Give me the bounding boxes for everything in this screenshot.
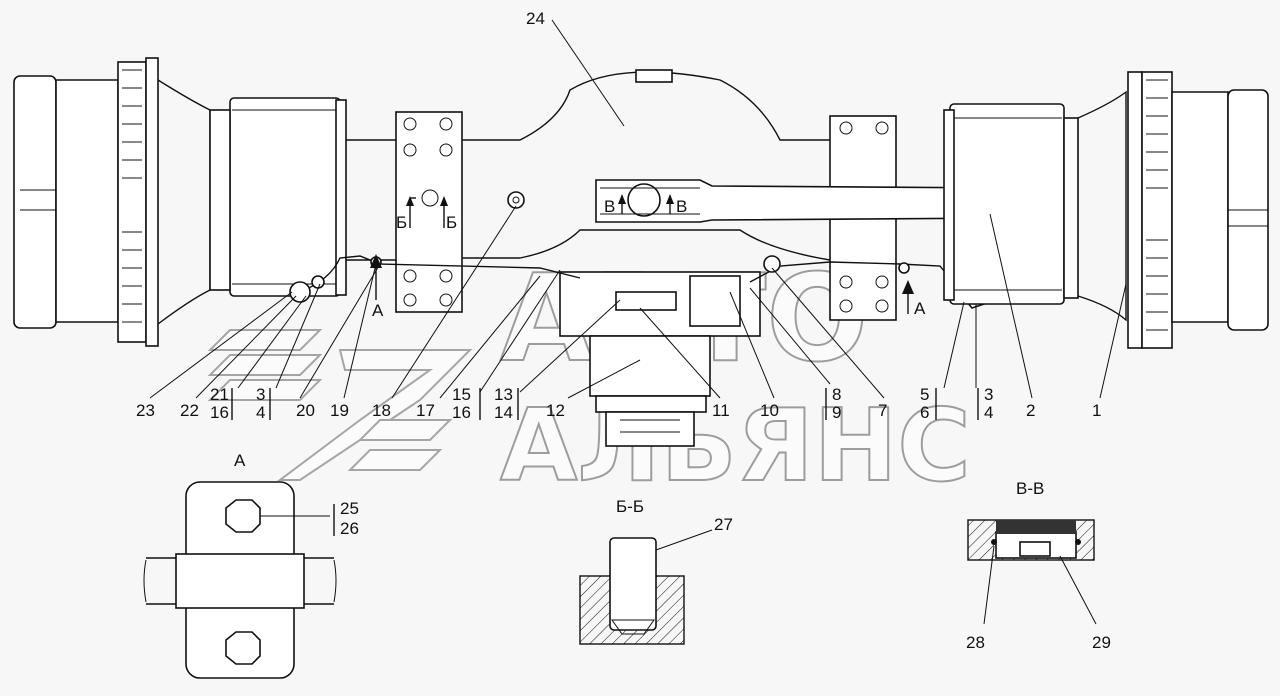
view-bb-title: Б-Б <box>616 497 644 516</box>
callout-5: 5 <box>920 385 929 404</box>
callout-27: 27 <box>714 515 733 534</box>
callout-22: 22 <box>180 401 199 420</box>
view-vv: В-В 28 29 <box>966 479 1111 652</box>
callout-28: 28 <box>966 633 985 652</box>
left-mounting-pad <box>395 111 463 313</box>
section-mark-b-left: Б <box>396 213 407 232</box>
view-bb: Б-Б 27 <box>579 497 733 645</box>
callout-3a: 3 <box>256 385 265 404</box>
callout-23: 23 <box>136 401 155 420</box>
view-a: A 25 26 <box>143 451 359 679</box>
right-wheel-hub <box>1077 71 1269 349</box>
callout-25: 25 <box>340 499 359 518</box>
callout-18: 18 <box>372 401 391 420</box>
axle-housing-tube-bottom <box>460 229 831 261</box>
section-mark-v-left: В <box>604 197 615 216</box>
left-wheel-hub <box>13 57 211 347</box>
callout-15: 15 <box>452 385 471 404</box>
callout-16b: 16 <box>452 403 471 422</box>
callout-1: 1 <box>1092 401 1101 420</box>
callout-16a: 16 <box>210 403 229 422</box>
callout-29: 29 <box>1092 633 1111 652</box>
callout-separators <box>231 388 979 536</box>
callout-14: 14 <box>494 403 513 422</box>
breather-cap <box>635 69 673 83</box>
callout-13: 13 <box>494 385 513 404</box>
leader-lines <box>149 19 1127 399</box>
callout-12: 12 <box>546 401 565 420</box>
callout-4a: 4 <box>256 403 265 422</box>
callout-7: 7 <box>878 401 887 420</box>
callout-10: 10 <box>760 401 779 420</box>
callout-21: 21 <box>210 385 229 404</box>
section-mark-b-right: Б <box>446 213 457 232</box>
callout-11: 11 <box>712 401 730 420</box>
grease-fitting <box>507 191 525 209</box>
callout-24: 24 <box>526 9 545 28</box>
callout-9: 9 <box>832 403 841 422</box>
callout-6: 6 <box>920 403 929 422</box>
callout-labels: 24 1 2 3 4 5 6 7 8 9 10 11 12 13 14 15 1… <box>136 9 1101 422</box>
right-planetary-drum <box>943 103 1079 305</box>
left-planetary-drum <box>209 97 347 297</box>
callout-2: 2 <box>1026 401 1035 420</box>
axle-housing-left <box>346 139 401 261</box>
section-mark-a-right: A <box>914 299 926 318</box>
callout-4b: 4 <box>984 403 993 422</box>
view-a-title: A <box>234 451 246 470</box>
callout-19: 19 <box>330 401 349 420</box>
callout-3b: 3 <box>984 385 993 404</box>
section-marks: A A Б Б В В <box>370 194 926 320</box>
watermark-logo <box>207 329 473 481</box>
central-reducer <box>559 271 761 447</box>
section-mark-v-right: В <box>676 197 687 216</box>
callout-17: 17 <box>416 401 435 420</box>
callout-26: 26 <box>340 519 359 538</box>
callout-8: 8 <box>832 385 841 404</box>
view-vv-title: В-В <box>1016 479 1044 498</box>
section-mark-a-left: A <box>372 301 384 320</box>
callout-20: 20 <box>296 401 315 420</box>
watermark-line2: АЛЬЯНС <box>500 387 971 504</box>
